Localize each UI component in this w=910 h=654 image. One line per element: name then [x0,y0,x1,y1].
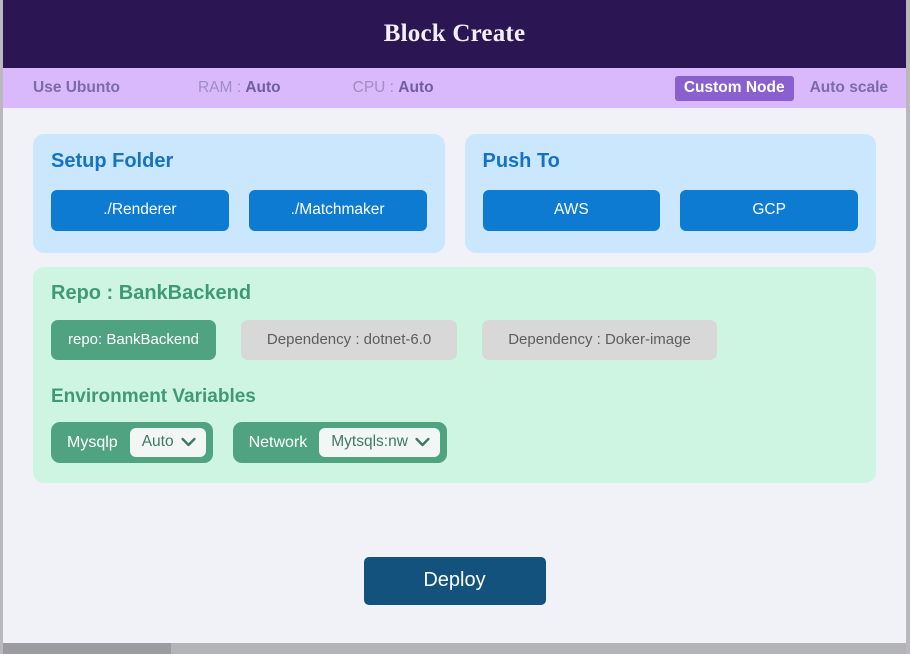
repo-chip-bankbackend[interactable]: repo: BankBackend [51,320,216,360]
env-var-network-value: Mytsqls:nw [331,433,408,450]
env-var-network-label: Network [248,433,308,451]
environment-variables-row: Mysqlp Auto Network Mytsqls:nw [51,422,858,463]
repo-chip-dependency-docker[interactable]: Dependency : Doker-image [482,320,717,360]
deploy-button-row: Deploy [33,557,876,605]
main-content: Setup Folder ./Renderer ./Matchmaker Pus… [3,108,906,654]
setup-folder-renderer-button[interactable]: ./Renderer [51,190,229,231]
repo-chip-dependency-dotnet[interactable]: Dependency : dotnet-6.0 [240,320,458,360]
toolbar-cpu-label: CPU : [352,79,399,96]
repo-chip-row: repo: BankBackend Dependency : dotnet-6.… [51,320,858,360]
push-to-gcp-button[interactable]: GCP [680,190,858,231]
window-titlebar: Block Create [3,0,906,68]
env-var-network: Network Mytsqls:nw [232,422,447,463]
push-to-button-row: AWS GCP [482,190,858,231]
setup-folder-title: Setup Folder [51,150,174,172]
environment-variables-title: Environment Variables [51,386,256,407]
push-to-card: Push To AWS GCP [464,134,876,253]
chevron-down-icon [180,437,196,447]
toolbar-os-label[interactable]: Use Ubunto [33,79,120,96]
page-title: Block Create [383,20,526,47]
push-to-title: Push To [482,150,560,172]
horizontal-scrollbar-thumb[interactable] [3,643,171,654]
chevron-down-icon [415,437,430,447]
env-var-network-select[interactable]: Mytsqls:nw [319,428,440,457]
config-toolbar: Use Ubunto RAM : Auto CPU : Auto Custom … [3,68,906,108]
toolbar-cpu-value: Auto [398,79,434,96]
setup-folder-card: Setup Folder ./Renderer ./Matchmaker [33,134,445,253]
repo-title: Repo : BankBackend [51,282,252,304]
push-to-aws-button[interactable]: AWS [482,190,661,231]
setup-folder-button-row: ./Renderer ./Matchmaker [51,190,427,231]
env-var-mysqlp-value: Auto [141,433,174,450]
repo-card: Repo : BankBackend repo: BankBackend Dep… [33,267,876,483]
horizontal-scrollbar[interactable] [3,643,906,654]
toolbar-auto-scale-button[interactable]: Auto scale [809,79,888,96]
toolbar-ram[interactable]: RAM : Auto [198,79,281,97]
env-var-mysqlp-label: Mysqlp [67,433,118,451]
toolbar-ram-label: RAM : [197,79,246,96]
toolbar-custom-node-button[interactable]: Custom Node [674,75,794,101]
deploy-button[interactable]: Deploy [363,557,546,605]
setup-folder-matchmaker-button[interactable]: ./Matchmaker [248,190,427,231]
env-var-mysqlp: Mysqlp Auto [51,422,213,463]
toolbar-ram-value: Auto [245,79,281,96]
env-var-mysqlp-select[interactable]: Auto [129,428,206,457]
toolbar-cpu[interactable]: CPU : Auto [353,79,434,97]
top-cards-row: Setup Folder ./Renderer ./Matchmaker Pus… [33,134,876,253]
